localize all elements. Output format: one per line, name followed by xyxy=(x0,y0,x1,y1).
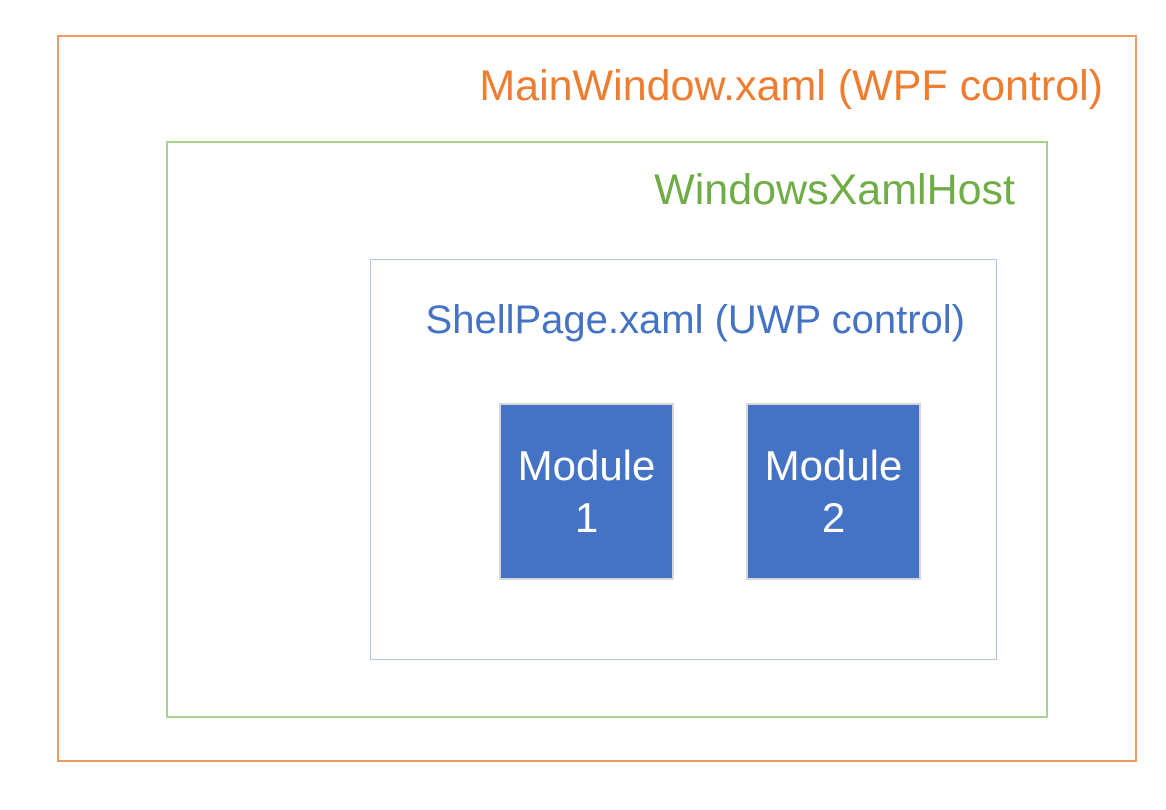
module-1-label-line1: Module xyxy=(517,442,656,490)
module-1-box: Module 1 xyxy=(499,403,674,580)
mainwindow-wpf-box: MainWindow.xaml (WPF control) WindowsXam… xyxy=(57,35,1137,762)
windowsxamlhost-label: WindowsXamlHost xyxy=(654,166,1015,214)
shellpage-uwp-box: ShellPage.xaml (UWP control) Module 1 Mo… xyxy=(370,259,997,660)
module-2-box: Module 2 xyxy=(746,403,921,580)
mainwindow-wpf-label: MainWindow.xaml (WPF control) xyxy=(479,62,1103,110)
module-2-label-line1: Module xyxy=(764,442,903,490)
windowsxamlhost-box: WindowsXamlHost ShellPage.xaml (UWP cont… xyxy=(166,141,1048,718)
module-1-label-line2: 1 xyxy=(574,493,599,541)
module-2-label-line2: 2 xyxy=(821,493,846,541)
shellpage-uwp-label: ShellPage.xaml (UWP control) xyxy=(425,298,965,342)
